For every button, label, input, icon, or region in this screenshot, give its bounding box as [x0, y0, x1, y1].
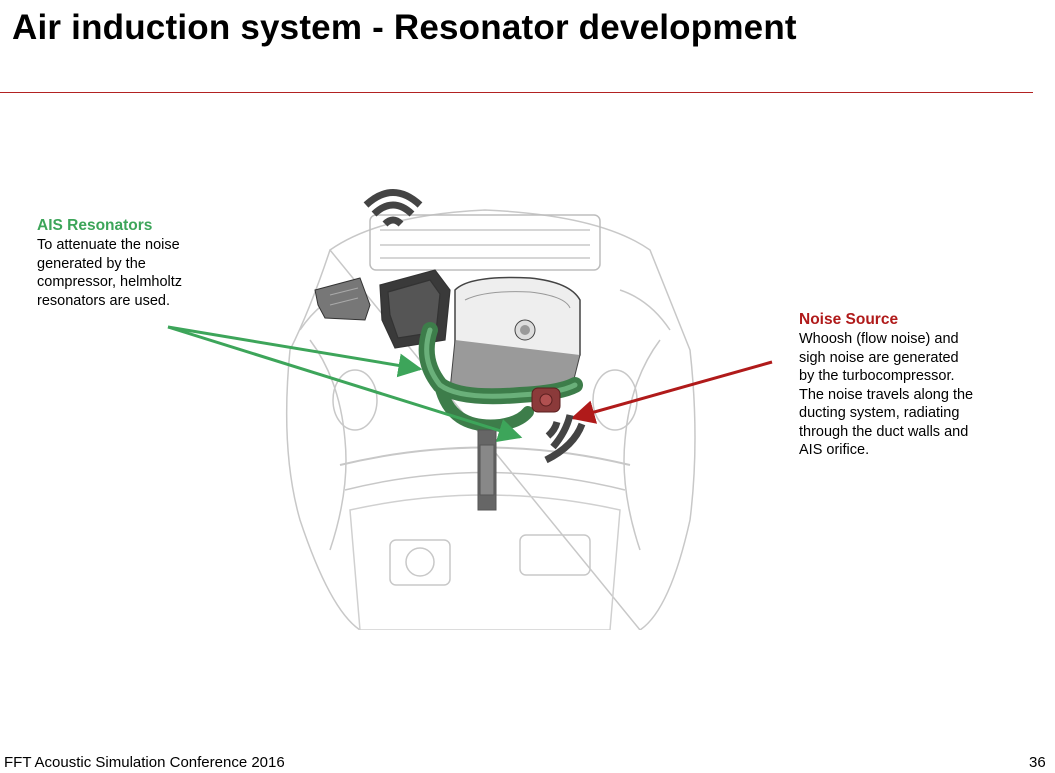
- ais-line-4: resonators are used.: [37, 292, 170, 309]
- noise-line-2: sigh noise are generated: [799, 349, 959, 366]
- downpipe: [477, 429, 497, 511]
- title-divider: [0, 92, 1033, 93]
- ais-line-1: To attenuate the noise: [37, 237, 180, 253]
- windshield: [349, 494, 621, 630]
- intake-snorkel: [314, 277, 371, 321]
- ais-line-2: generated by the: [37, 255, 146, 272]
- ais-line-3: compressor, helmholtz: [37, 274, 183, 290]
- noise-source-heading: Noise Source: [799, 311, 899, 328]
- noise-source-callout: Noise Source Whoosh (flow noise) and sig…: [799, 310, 999, 460]
- page-number: 36: [1029, 754, 1046, 771]
- noise-line-7: AIS orifice.: [799, 442, 870, 458]
- noise-line-5: ducting system, radiating: [799, 405, 960, 421]
- noise-line-3: by the turbocompressor.: [799, 368, 955, 384]
- page-title: Air induction system - Resonator develop…: [12, 8, 797, 47]
- noise-line-1: Whoosh (flow noise) and: [799, 331, 959, 347]
- ais-resonators-heading: AIS Resonators: [37, 217, 153, 234]
- ais-resonators-callout: AIS Resonators To attenuate the noise ge…: [37, 216, 237, 310]
- radiator-support: [369, 214, 601, 271]
- engine-cover: [449, 276, 581, 396]
- car-engine-illustration: [285, 209, 696, 630]
- noise-line-4: The noise travels along the: [799, 386, 974, 403]
- turbocompressor: [531, 387, 561, 413]
- noise-line-6: through the duct walls and: [799, 423, 969, 440]
- car-body-outline: [285, 209, 696, 630]
- footer-conference: FFT Acoustic Simulation Conference 2016: [4, 754, 285, 771]
- airbox: [379, 269, 451, 349]
